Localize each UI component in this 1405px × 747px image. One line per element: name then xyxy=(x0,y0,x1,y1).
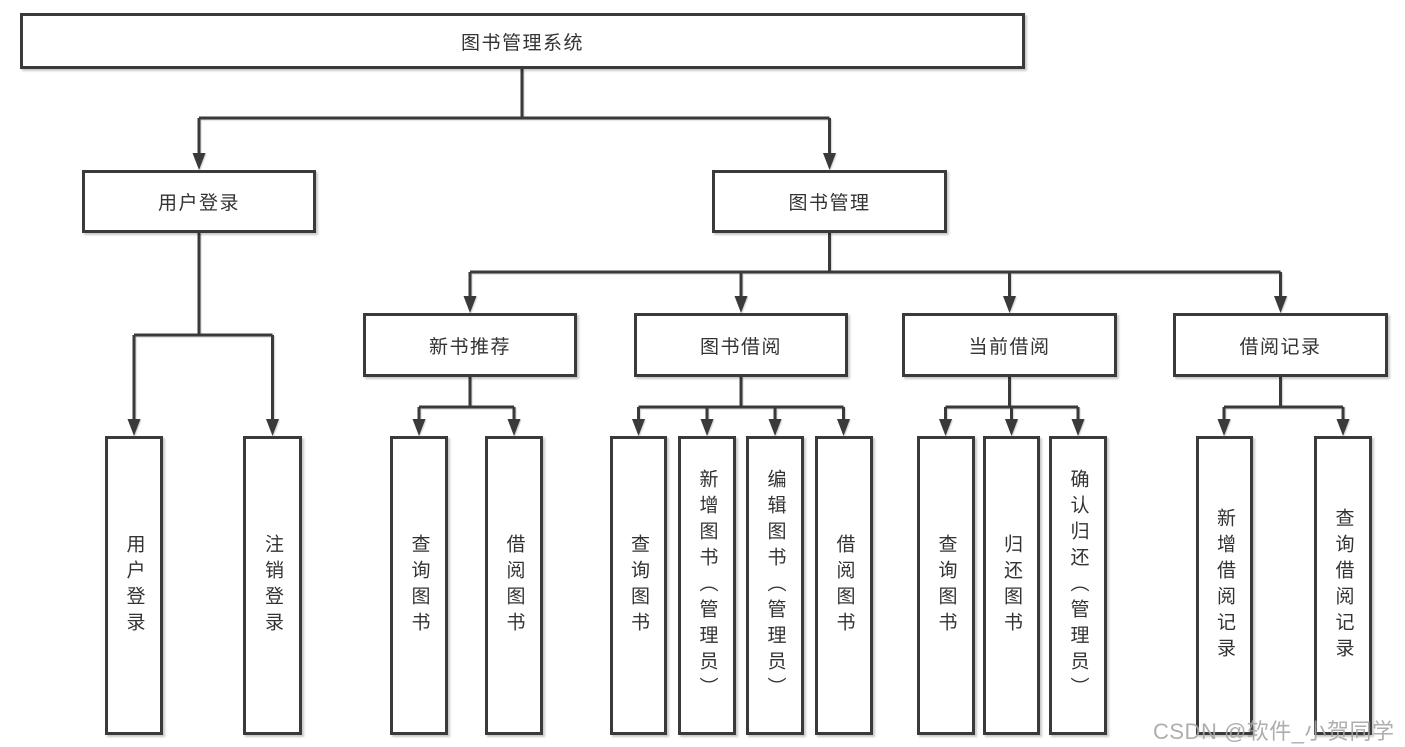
connector xyxy=(197,69,831,153)
connector xyxy=(132,233,274,419)
arrowhead xyxy=(266,419,279,436)
node-user-login: 用户登录 xyxy=(82,170,316,233)
leaf-return-book: 归还图书 xyxy=(983,436,1040,735)
leaf-query-borrow-record: 查询借阅记录 xyxy=(1314,436,1372,735)
node-book-management: 图书管理 xyxy=(712,170,947,233)
arrowhead xyxy=(463,296,477,313)
arrowhead xyxy=(507,419,521,436)
node-current-borrow: 当前借阅 xyxy=(902,313,1117,377)
leaf-logout: 注销登录 xyxy=(243,436,302,735)
arrowhead xyxy=(1071,419,1085,436)
arrowhead xyxy=(734,296,748,313)
arrowhead xyxy=(768,419,782,436)
leaf-borrow-books-recommend: 借阅图书 xyxy=(485,436,543,735)
connector xyxy=(468,233,1282,296)
leaf-add-book-admin: 新增图书（管理员） xyxy=(678,436,736,735)
connector xyxy=(417,377,516,419)
arrowhead xyxy=(823,153,836,170)
csdn-watermark: CSDN @软件_小贺同学 xyxy=(1153,719,1395,744)
arrowhead xyxy=(412,419,426,436)
arrowhead xyxy=(939,419,952,436)
node-new-book-recommend: 新书推荐 xyxy=(363,313,577,377)
leaf-user-login: 用户登录 xyxy=(105,436,163,735)
arrowhead xyxy=(1003,296,1016,313)
arrowhead xyxy=(1005,419,1018,436)
connector xyxy=(944,377,1080,419)
arrowhead xyxy=(1336,419,1350,436)
arrowhead xyxy=(1217,419,1231,436)
arrowhead xyxy=(632,419,645,436)
arrowhead xyxy=(700,419,714,436)
node-library-management-system: 图书管理系统 xyxy=(20,13,1025,69)
leaf-query-books-current: 查询图书 xyxy=(917,436,975,735)
leaf-query-books-recommend: 查询图书 xyxy=(390,436,448,735)
arrowhead xyxy=(1274,296,1287,313)
arrowhead xyxy=(127,419,141,436)
leaf-edit-book-admin: 编辑图书（管理员） xyxy=(746,436,804,735)
leaf-query-books-borrow: 查询图书 xyxy=(610,436,667,735)
leaf-add-borrow-record: 新增借阅记录 xyxy=(1196,436,1253,735)
leaf-confirm-return-admin: 确认归还（管理员） xyxy=(1049,436,1107,735)
leaf-borrow-books: 借阅图书 xyxy=(815,436,873,735)
arrowhead xyxy=(192,153,206,170)
connector xyxy=(1222,377,1345,419)
connector xyxy=(637,377,845,419)
arrowhead xyxy=(837,419,850,436)
node-book-borrow: 图书借阅 xyxy=(634,313,848,377)
node-borrow-records: 借阅记录 xyxy=(1173,313,1388,377)
